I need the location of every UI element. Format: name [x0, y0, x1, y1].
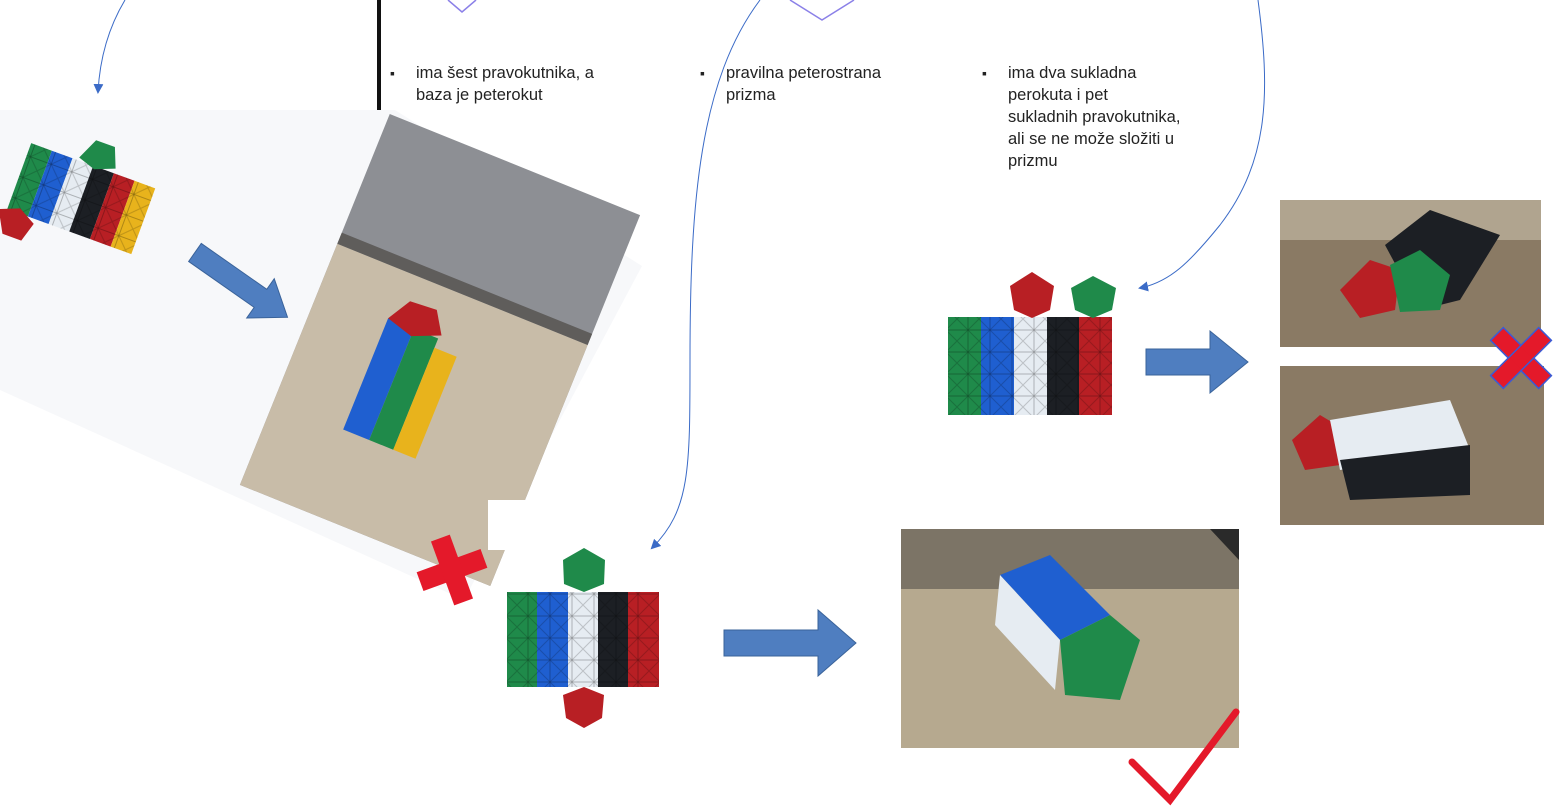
bullet-marker: ▪ — [982, 65, 987, 81]
diamond-shape-left — [447, 0, 477, 13]
connector-curve-left — [93, 0, 126, 94]
checkmark-icon — [1128, 708, 1240, 806]
bullet-marker: ▪ — [700, 65, 705, 81]
photo-failed-prism-bottom — [1280, 366, 1544, 525]
bullet-text-3: ima dva sukladna perokuta i pet sukladni… — [1008, 64, 1181, 170]
red-x-icon — [1489, 326, 1553, 390]
connector-curve-middle — [650, 0, 761, 550]
white-patch — [488, 500, 528, 550]
connector-curve-right — [1138, 0, 1266, 292]
bullet-text-1: ima šest pravokutnika, a baza je peterok… — [416, 64, 594, 104]
bullet-text-2: pravilna peterostrana prizma — [726, 64, 882, 104]
photo-failed-prism-top — [1280, 200, 1541, 347]
bullet-marker: ▪ — [390, 65, 395, 81]
right-arrow-icon — [1145, 329, 1249, 395]
right-arrow-icon — [723, 608, 857, 678]
red-x-icon — [416, 534, 488, 606]
prism-net-middle — [507, 548, 659, 728]
prism-net-right — [948, 272, 1116, 415]
photo-built-prism — [901, 529, 1239, 748]
right-arrow-icon — [187, 242, 289, 319]
diamond-shape-mid — [789, 0, 855, 21]
tilted-photo-group — [0, 110, 642, 600]
column-divider — [377, 0, 381, 122]
